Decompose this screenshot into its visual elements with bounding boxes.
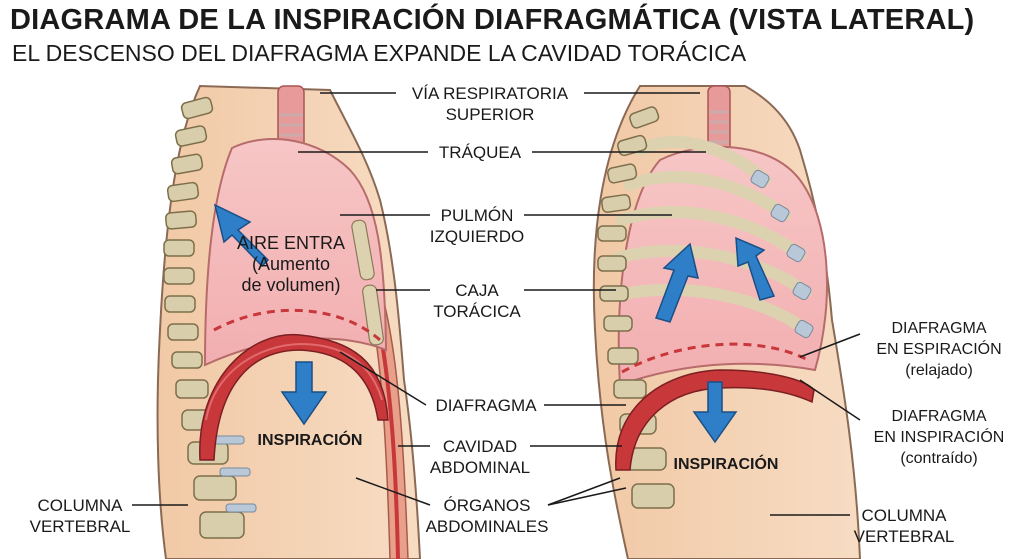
right-up-arrows <box>655 236 776 323</box>
label-caja: CAJA TORÁCICA <box>433 281 521 321</box>
leader-lines <box>132 92 861 516</box>
label-aire-entra: AIRE ENTRA (Aumento de volumen) <box>236 233 346 295</box>
label-columna-right: COLUMNA VERTEBRAL <box>853 506 955 546</box>
label-diafragma: DIAFRAGMA <box>435 396 537 415</box>
left-figure <box>156 84 422 559</box>
right-figure <box>592 85 862 559</box>
left-diaphragm <box>199 333 389 461</box>
label-columna-left: COLUMNA VERTEBRAL <box>29 496 131 536</box>
page-title: DIAGRAMA DE LA INSPIRACIÓN DIAFRAGMÁTICA… <box>10 4 975 36</box>
left-spine <box>163 96 245 539</box>
label-diafragma-inspiracion: DIAFRAGMA EN INSPIRACIÓN (contraído) <box>873 408 1005 467</box>
label-traquea: TRÁQUEA <box>438 143 522 162</box>
left-air-arrow <box>213 203 270 268</box>
label-diafragma-espiracion: DIAFRAGMA EN ESPIRACIÓN (relajado) <box>876 320 1002 379</box>
left-down-arrow <box>280 361 328 426</box>
label-organos: ÓRGANOS ABDOMINALES <box>425 496 549 536</box>
left-lung <box>203 138 388 367</box>
right-spine <box>597 106 675 509</box>
label-inspiracion-right: INSPIRACIÓN <box>673 456 779 473</box>
page-subtitle: EL DESCENSO DEL DIAFRAGMA EXPANDE LA CAV… <box>12 40 747 66</box>
label-via-respiratoria: VÍA RESPIRATORIA SUPERIOR <box>411 84 569 124</box>
label-inspiracion-left: INSPIRACIÓN <box>257 432 363 449</box>
label-cavidad: CAVIDAD ABDOMINAL <box>429 437 531 477</box>
label-pulmon: PULMÓN IZQUIERDO <box>429 206 525 246</box>
right-down-arrow <box>692 381 738 444</box>
right-ribs <box>609 136 812 336</box>
